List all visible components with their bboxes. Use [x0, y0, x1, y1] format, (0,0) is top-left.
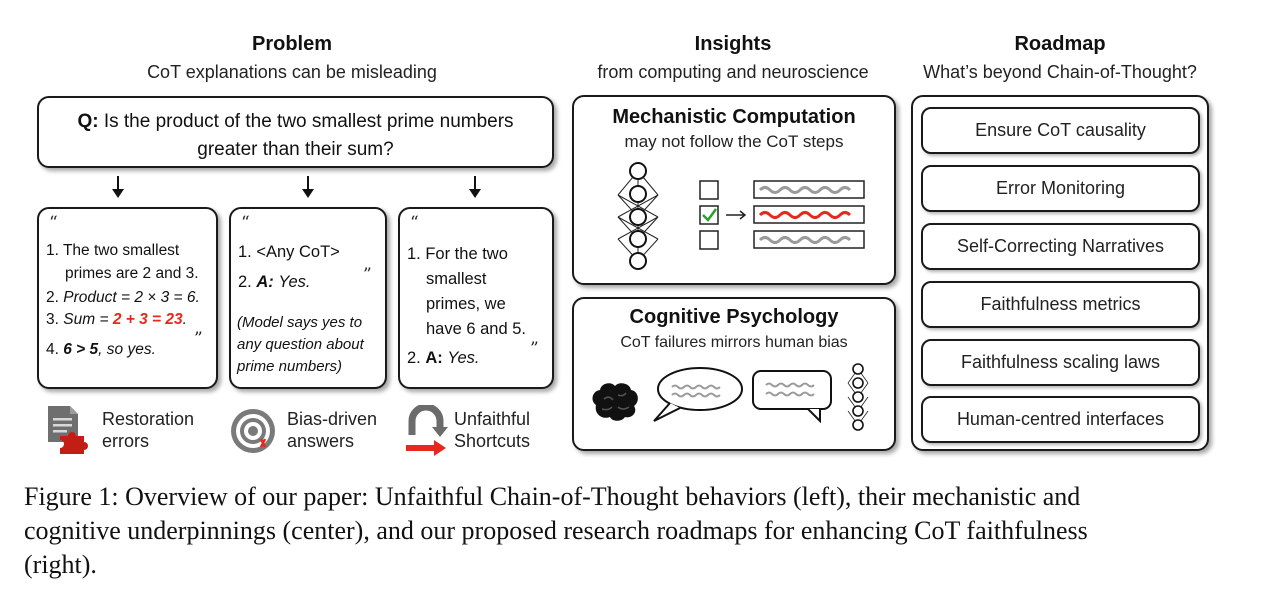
legend-bias-driven-answers: Bias-driven answers: [287, 408, 377, 452]
roadmap-item: Faithfulness metrics: [921, 281, 1200, 328]
mechanistic-subtitle: may not follow the CoT steps: [624, 132, 844, 151]
roadmap-subtitle: What’s beyond Chain-of-Thought?: [923, 62, 1197, 82]
card3-line3: primes, we: [426, 295, 506, 313]
card1-line5: 4. 6 > 5, so yes.: [46, 339, 156, 360]
card2-note-line2: any question about: [237, 336, 364, 353]
close-quote: ”: [530, 339, 539, 359]
roadmap-item: Error Monitoring: [921, 165, 1200, 212]
close-quote: ”: [363, 265, 372, 285]
roadmap-item: Faithfulness scaling laws: [921, 339, 1200, 386]
neural-network-icon: [847, 363, 869, 431]
down-arrow-icon: [112, 176, 124, 198]
card1-conclusion-bold: 6 > 5: [63, 341, 99, 358]
card3-line2: smallest: [426, 270, 487, 288]
cot-card-restoration: “ 1. The two smallest primes are 2 and 3…: [37, 207, 218, 389]
figure-caption: Figure 1: Overview of our paper: Unfaith…: [24, 480, 1264, 582]
puzzle-document-icon: [48, 406, 88, 454]
roadmap-item: Self-Correcting Narratives: [921, 223, 1200, 270]
caption-line1: Figure 1: Overview of our paper: Unfaith…: [24, 482, 1081, 511]
mechanistic-computation-panel: Mechanistic Computation may not follow t…: [572, 95, 896, 285]
problem-title: Problem: [251, 33, 333, 55]
card1-line3: 2. Product = 2 × 3 = 6.: [46, 287, 200, 308]
card2-line1: 1. <Any CoT>: [238, 243, 340, 261]
cot-card-shortcut: “ 1. For the two smallest primes, we hav…: [398, 207, 554, 389]
cognitive-subtitle: CoT failures mirrors human bias: [620, 334, 848, 351]
open-quote: “: [410, 213, 419, 233]
roadmap-panel: Ensure CoT causality Error Monitoring Se…: [911, 95, 1209, 451]
close-quote: ”: [194, 329, 203, 349]
speech-bubble-icon: [752, 370, 832, 423]
card1-line1: 1. The two smallest: [46, 242, 180, 259]
caption-line3: (right).: [24, 550, 97, 579]
card3-answer-label: A:: [425, 349, 443, 367]
problem-subtitle: CoT explanations can be misleading: [147, 62, 437, 82]
legend-unfaithful-shortcuts: Unfaithful Shortcuts: [454, 408, 530, 452]
roadmap-title: Roadmap: [1014, 33, 1106, 55]
question-line2: greater than their sum?: [197, 139, 394, 160]
cognitive-title: Cognitive Psychology: [629, 306, 839, 328]
card3-line1: 1. For the two: [407, 245, 508, 263]
question-text: Q: Is the product of the two smallest pr…: [39, 108, 552, 164]
open-quote: “: [49, 213, 58, 233]
card3-line5-num: 2.: [407, 349, 421, 367]
card1-conclusion-rest: , so yes.: [98, 341, 156, 358]
mechanistic-title: Mechanistic Computation: [612, 106, 856, 128]
legend-label-line2: Shortcuts: [454, 431, 531, 451]
question-label: Q:: [77, 111, 99, 132]
card3-line5: 2. A: Yes.: [407, 346, 479, 371]
down-arrow-icon: [469, 176, 481, 198]
speech-bubble-icon: [653, 367, 743, 422]
open-quote: “: [241, 213, 250, 233]
cognitive-psychology-panel: Cognitive Psychology CoT failures mirror…: [572, 297, 896, 451]
card1-sum-eq: =: [99, 311, 109, 328]
legend-label-line2: errors: [102, 431, 150, 451]
neural-network-icon: [617, 162, 659, 270]
card2-line2-num: 2.: [238, 273, 252, 291]
card1-line3-num: 2.: [46, 289, 59, 306]
card1-product-value: = 2 × 3 = 6.: [120, 289, 200, 306]
legend-label-line1: Unfaithful: [454, 409, 531, 429]
question-box: Q: Is the product of the two smallest pr…: [37, 96, 554, 168]
down-arrow-icon: [302, 176, 314, 198]
target-icon: [231, 409, 275, 453]
caption-line2: cognitive underpinnings (center), and ou…: [24, 516, 1088, 545]
cot-card-bias: “ 1. <Any CoT> 2. A: Yes. ” (Model says …: [229, 207, 387, 389]
card2-line2: 2. A: Yes.: [238, 272, 310, 293]
card1-line4-num: 3.: [46, 311, 59, 328]
brain-icon: [592, 383, 638, 421]
card2-answer-label: A:: [256, 273, 274, 291]
card1-line4: 3. Sum = 2 + 3 = 23.: [46, 309, 187, 330]
card2-note-line3: prime numbers): [237, 358, 343, 375]
legend-label-line1: Restoration: [102, 409, 195, 429]
question-line1: Is the product of the two smallest prime…: [103, 111, 514, 132]
legend-restoration-errors: Restoration errors: [102, 408, 194, 452]
legend-label-line2: answers: [287, 431, 355, 451]
cot-steps-checklist-icon: [699, 180, 865, 250]
card2-answer: Yes.: [278, 273, 311, 291]
card1-sum-label: Sum: [63, 311, 96, 328]
roadmap-item: Human-centred interfaces: [921, 396, 1200, 443]
card1-line5-num: 4.: [46, 341, 59, 358]
card1-sum-end: .: [182, 311, 187, 328]
card3-line4: have 6 and 5.: [426, 320, 526, 338]
card1-sum-value: 2 + 3 = 23: [112, 311, 183, 328]
legend-label-line1: Bias-driven: [287, 409, 378, 429]
insights-subtitle: from computing and neuroscience: [597, 62, 869, 82]
u-turn-arrow-icon: [406, 405, 448, 456]
roadmap-item: Ensure CoT causality: [921, 107, 1200, 154]
card2-note-line1: (Model says yes to: [237, 314, 363, 331]
insights-title: Insights: [694, 33, 772, 55]
card1-line2: primes are 2 and 3.: [65, 265, 199, 282]
card3-answer: Yes.: [447, 349, 480, 367]
card1-product-label: Product: [63, 289, 117, 306]
